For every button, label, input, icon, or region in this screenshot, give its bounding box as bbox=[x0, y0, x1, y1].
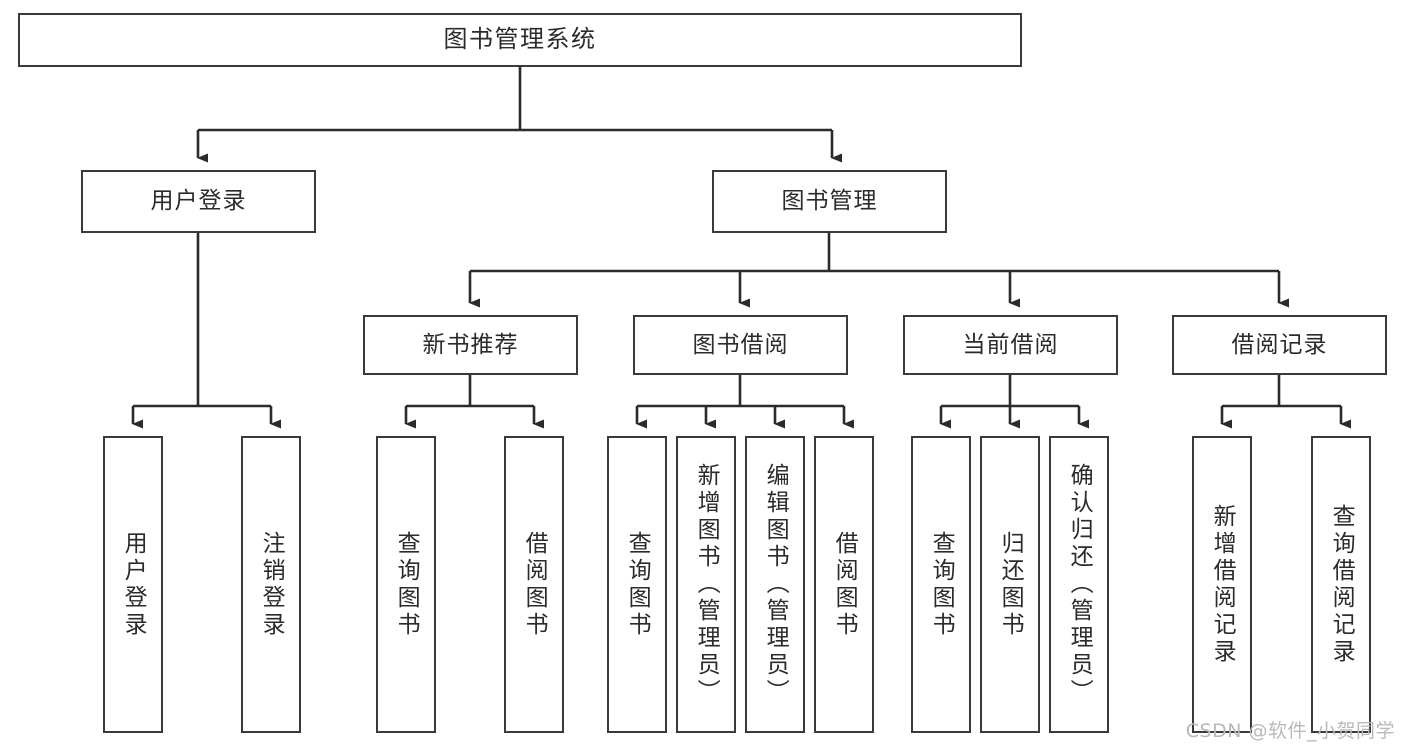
node-label: 查询图书 bbox=[624, 530, 651, 639]
node-user-login[interactable]: 用户登录 bbox=[81, 170, 316, 233]
node-label: 当前借阅 bbox=[962, 331, 1059, 358]
node-label: 新书推荐 bbox=[422, 331, 519, 358]
node-label: 新增借阅记录 bbox=[1209, 503, 1236, 666]
leaf-current-confirm-return-admin[interactable]: 确认归还（管理员） bbox=[1049, 436, 1109, 733]
leaf-borrow-borrow-book[interactable]: 借阅图书 bbox=[814, 436, 874, 733]
node-label: 图书管理 bbox=[781, 188, 878, 215]
node-root-system[interactable]: 图书管理系统 bbox=[18, 13, 1022, 67]
node-label: 注销登录 bbox=[258, 530, 285, 639]
leaf-borrow-query-book[interactable]: 查询图书 bbox=[607, 436, 667, 733]
leaf-user-login-signin[interactable]: 用户登录 bbox=[103, 436, 163, 733]
node-label: 图书借阅 bbox=[692, 331, 789, 358]
node-label: 图书管理系统 bbox=[443, 25, 597, 54]
node-label: 新增图书（管理员） bbox=[693, 463, 720, 706]
leaf-current-query-book[interactable]: 查询图书 bbox=[911, 436, 971, 733]
node-label: 查询图书 bbox=[928, 530, 955, 639]
node-label: 归还图书 bbox=[997, 530, 1024, 639]
node-label: 借阅图书 bbox=[831, 530, 858, 639]
leaf-recommend-borrow-book[interactable]: 借阅图书 bbox=[504, 436, 564, 733]
node-label: 借阅记录 bbox=[1231, 331, 1328, 358]
leaf-record-query-record[interactable]: 查询借阅记录 bbox=[1311, 436, 1371, 733]
leaf-borrow-edit-book-admin[interactable]: 编辑图书（管理员） bbox=[745, 436, 805, 733]
leaf-recommend-query-book[interactable]: 查询图书 bbox=[376, 436, 436, 733]
node-label: 用户登录 bbox=[120, 530, 147, 639]
node-book-borrow[interactable]: 图书借阅 bbox=[633, 315, 848, 375]
node-label: 确认归还（管理员） bbox=[1066, 463, 1093, 706]
node-label: 编辑图书（管理员） bbox=[762, 463, 789, 706]
watermark-text: CSDN @软件_小贺同学 bbox=[1185, 720, 1395, 742]
node-new-book-recommend[interactable]: 新书推荐 bbox=[363, 315, 578, 375]
node-book-management[interactable]: 图书管理 bbox=[712, 170, 947, 233]
node-label: 借阅图书 bbox=[521, 530, 548, 639]
leaf-user-login-signout[interactable]: 注销登录 bbox=[241, 436, 301, 733]
node-label: 查询借阅记录 bbox=[1328, 503, 1355, 666]
node-borrow-record[interactable]: 借阅记录 bbox=[1172, 315, 1387, 375]
node-label: 用户登录 bbox=[150, 188, 247, 215]
leaf-record-add-record[interactable]: 新增借阅记录 bbox=[1192, 436, 1252, 733]
leaf-borrow-add-book-admin[interactable]: 新增图书（管理员） bbox=[676, 436, 736, 733]
node-current-borrow[interactable]: 当前借阅 bbox=[903, 315, 1118, 375]
leaf-current-return-book[interactable]: 归还图书 bbox=[980, 436, 1040, 733]
node-label: 查询图书 bbox=[393, 530, 420, 639]
